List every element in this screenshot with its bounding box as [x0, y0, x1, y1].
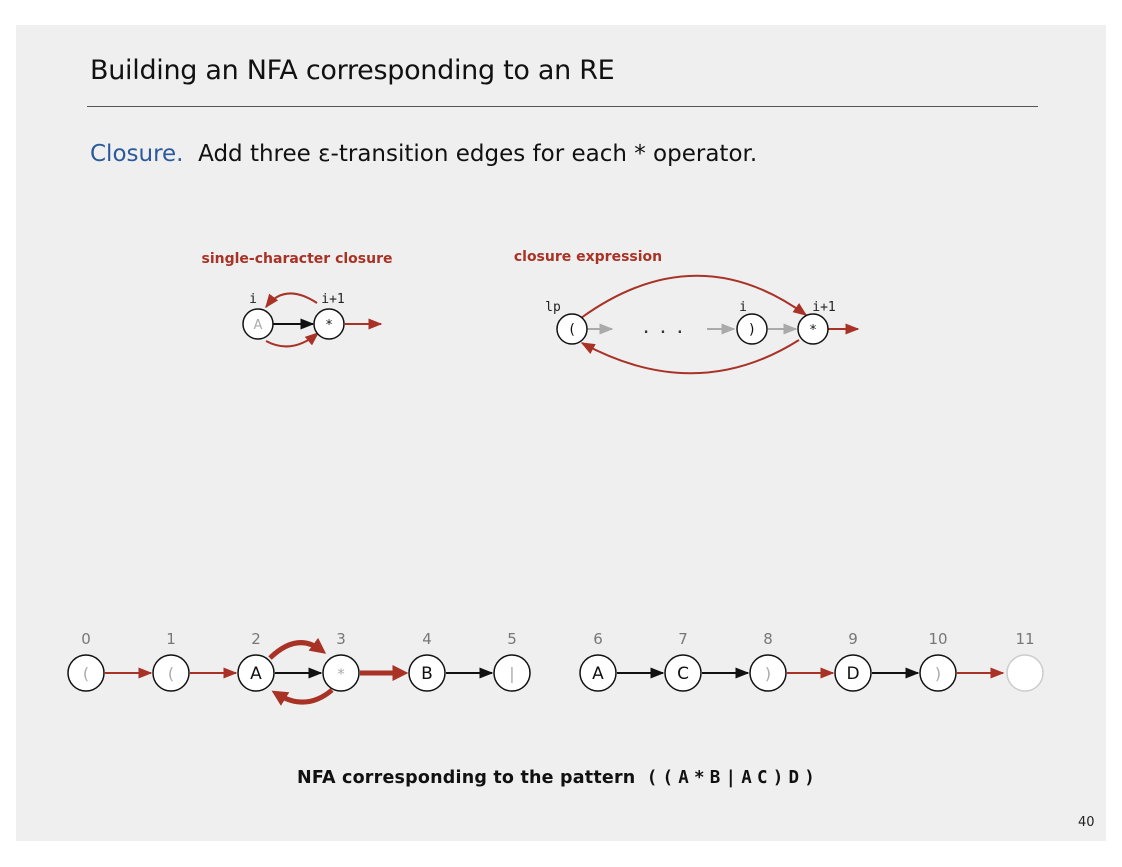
slide-background: [16, 25, 1106, 841]
expr-closure-label: closure expression: [514, 249, 662, 265]
pattern-token: C: [757, 768, 768, 788]
nfa-state-9-index: 9: [848, 630, 858, 648]
nfa-state-0: [67, 654, 105, 692]
pattern-token: A: [741, 768, 753, 788]
nfa-state-3-char: *: [337, 665, 345, 683]
single-epsilon-skip-edge: [265, 332, 320, 348]
expr-index-i: i: [739, 300, 747, 315]
nfa-state-2-index: 2: [251, 630, 261, 648]
expr-index-i1: i+1: [812, 300, 835, 315]
subtitle-text: Add three ε-transition edges for each * …: [198, 141, 758, 167]
subtitle-keyword: Closure.: [90, 141, 184, 167]
subtitle: Closure. Add three ε-transition edges fo…: [90, 141, 757, 167]
pattern-token: D: [788, 768, 800, 788]
single-state-star-label: *: [325, 318, 333, 333]
nfa-state-7-index: 7: [678, 630, 688, 648]
nfa-state-5: [493, 654, 531, 692]
single-state-star: [313, 308, 345, 340]
nfa-state-2-char: A: [250, 664, 262, 684]
nfa-state-4-index: 4: [422, 630, 432, 648]
expr-state-close-label: ): [748, 322, 756, 338]
nfa-state-10: [919, 654, 957, 692]
closure-expression: closure expression lp i i+1 . . . ( ) *: [514, 249, 860, 375]
single-closure-label: single-character closure: [202, 251, 393, 267]
nfa-state-1: [152, 654, 190, 692]
nfa-state-7-char: C: [677, 664, 689, 684]
nfa-state-3: [322, 654, 360, 692]
pattern-token: ): [804, 768, 816, 788]
nfa-state-10-char: ): [935, 664, 941, 683]
expr-state-star: [797, 313, 829, 345]
title-divider: [87, 106, 1038, 107]
nfa-state-2: [237, 654, 275, 692]
single-index-i1: i+1: [321, 292, 344, 307]
nfa-state-9-char: D: [846, 664, 859, 684]
expr-state-close: [736, 313, 768, 345]
pattern-token: |: [725, 768, 737, 788]
pattern-token: (: [646, 768, 658, 788]
pattern-token: A: [678, 768, 690, 788]
pattern-token: *: [694, 768, 705, 788]
nfa-state-4: [408, 654, 446, 692]
nfa-state-8-index: 8: [763, 630, 773, 648]
expr-state-open-label: (: [568, 322, 576, 338]
expr-state-star-label: *: [809, 323, 817, 338]
expr-index-lp: lp: [545, 300, 561, 315]
page-number: 40: [1078, 815, 1095, 830]
nfa-caption: NFA corresponding to the pattern ((A*B|A…: [0, 768, 1122, 788]
nfa-state-6-char: A: [592, 664, 604, 684]
nfa-state-5-char: |: [509, 664, 514, 683]
expr-state-open: [556, 313, 588, 345]
nfa-epsilon-2-3: [268, 637, 327, 660]
single-epsilon-back-edge: [265, 292, 318, 309]
nfa-state-1-char: (: [168, 664, 174, 683]
slide-title: Building an NFA corresponding to an RE: [90, 55, 615, 86]
expr-epsilon-back-edge: [580, 339, 800, 375]
nfa-state-11-index: 11: [1015, 630, 1034, 648]
nfa-state-7: [664, 654, 702, 692]
caption-text: NFA corresponding to the pattern: [296, 768, 636, 788]
bottom-nfa: 0 ( 1 ( 2 A 3 * 4 B 5 | 6 A 7 C 8 ) 9: [67, 630, 1044, 706]
single-state-a-label: A: [254, 318, 263, 333]
nfa-state-6-index: 6: [593, 630, 603, 648]
single-character-closure: single-character closure i i+1 A *: [202, 251, 393, 348]
nfa-state-8-char: ): [765, 664, 771, 683]
nfa-state-8: [749, 654, 787, 692]
pattern-token: B: [709, 768, 721, 788]
expr-ellipsis: . . .: [642, 321, 684, 337]
nfa-state-6: [579, 654, 617, 692]
single-index-i: i: [249, 292, 257, 307]
nfa-state-0-index: 0: [81, 630, 91, 648]
expr-epsilon-skip-edge: [580, 274, 808, 319]
nfa-state-1-index: 1: [166, 630, 176, 648]
nfa-state-5-index: 5: [507, 630, 517, 648]
pattern-token: (: [662, 768, 674, 788]
pattern-token: ): [772, 768, 784, 788]
nfa-state-3-index: 3: [336, 630, 346, 648]
single-state-a: [242, 308, 274, 340]
nfa-state-10-index: 10: [928, 630, 947, 648]
nfa-epsilon-3-2: [271, 688, 334, 706]
nfa-state-9: [834, 654, 872, 692]
nfa-state-0-char: (: [83, 664, 89, 683]
nfa-state-4-char: B: [421, 664, 433, 684]
nfa-accept-state: [1006, 654, 1044, 692]
